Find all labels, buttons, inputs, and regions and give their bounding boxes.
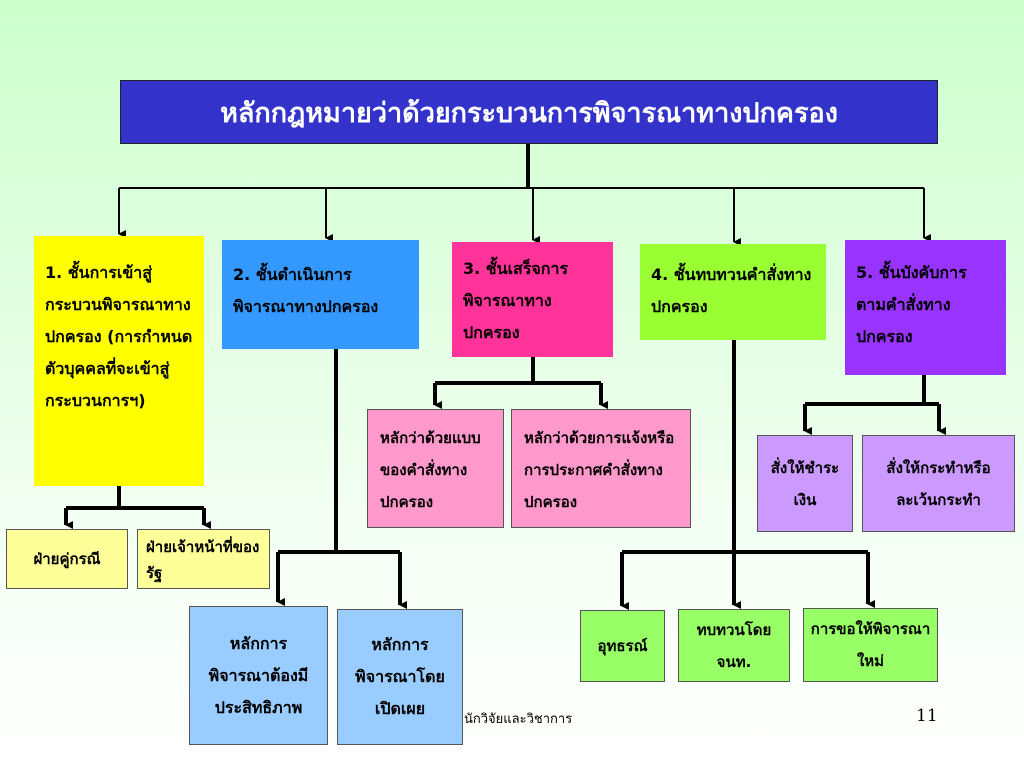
stage-5-child-1: สั่งให้ชำระเงิน [757,435,853,532]
stage-4-child-1: อุทธรณ์ [580,610,665,682]
footer-text: นักวิจัยและวิชาการ [464,712,573,727]
stage-5-box: 5. ชั้นบังคับการตามคำสั่งทางปกครอง [845,240,1006,375]
stage-4-child-2: ทบทวนโดย จนท. [678,609,790,682]
stage-2-child-1: หลักการพิจารณาต้องมีประสิทธิภาพ [189,606,328,745]
stage-1-child-1: ฝ่ายคู่กรณี [6,529,128,589]
page-number: 11 [916,706,938,726]
stage-1-box: 1. ชั้นการเข้าสู่กระบวนพิจารณาทางปกครอง … [34,236,204,486]
stage-4-child-3: การขอให้พิจารณาใหม่ [803,608,938,682]
stage-3-child-1: หลักว่าด้วยแบบของคำสั่งทางปกครอง [367,409,504,528]
stage-2-child-2: หลักการพิจารณาโดยเปิดเผย [337,609,463,745]
stage-3-child-2: หลักว่าด้วยการแจ้งหรือการประกาศคำสั่งทาง… [511,409,691,528]
stage-5-child-2: สั่งให้กระทำหรือละเว้นกระทำ [862,435,1015,532]
stage-3-box: 3. ชั้นเสร็จการพิจารณาทางปกครอง [452,242,613,357]
stage-4-box: 4. ชั้นทบทวนคำสั่งทางปกครอง [640,244,826,340]
diagram-title: หลักกฎหมายว่าด้วยกระบวนการพิจารณาทางปกคร… [120,80,938,144]
stage-1-child-2: ฝ่ายเจ้าหน้าที่ของรัฐ [137,529,270,589]
stage-2-box: 2. ชั้นดำเนินการพิจารณาทางปกครอง [222,240,419,349]
